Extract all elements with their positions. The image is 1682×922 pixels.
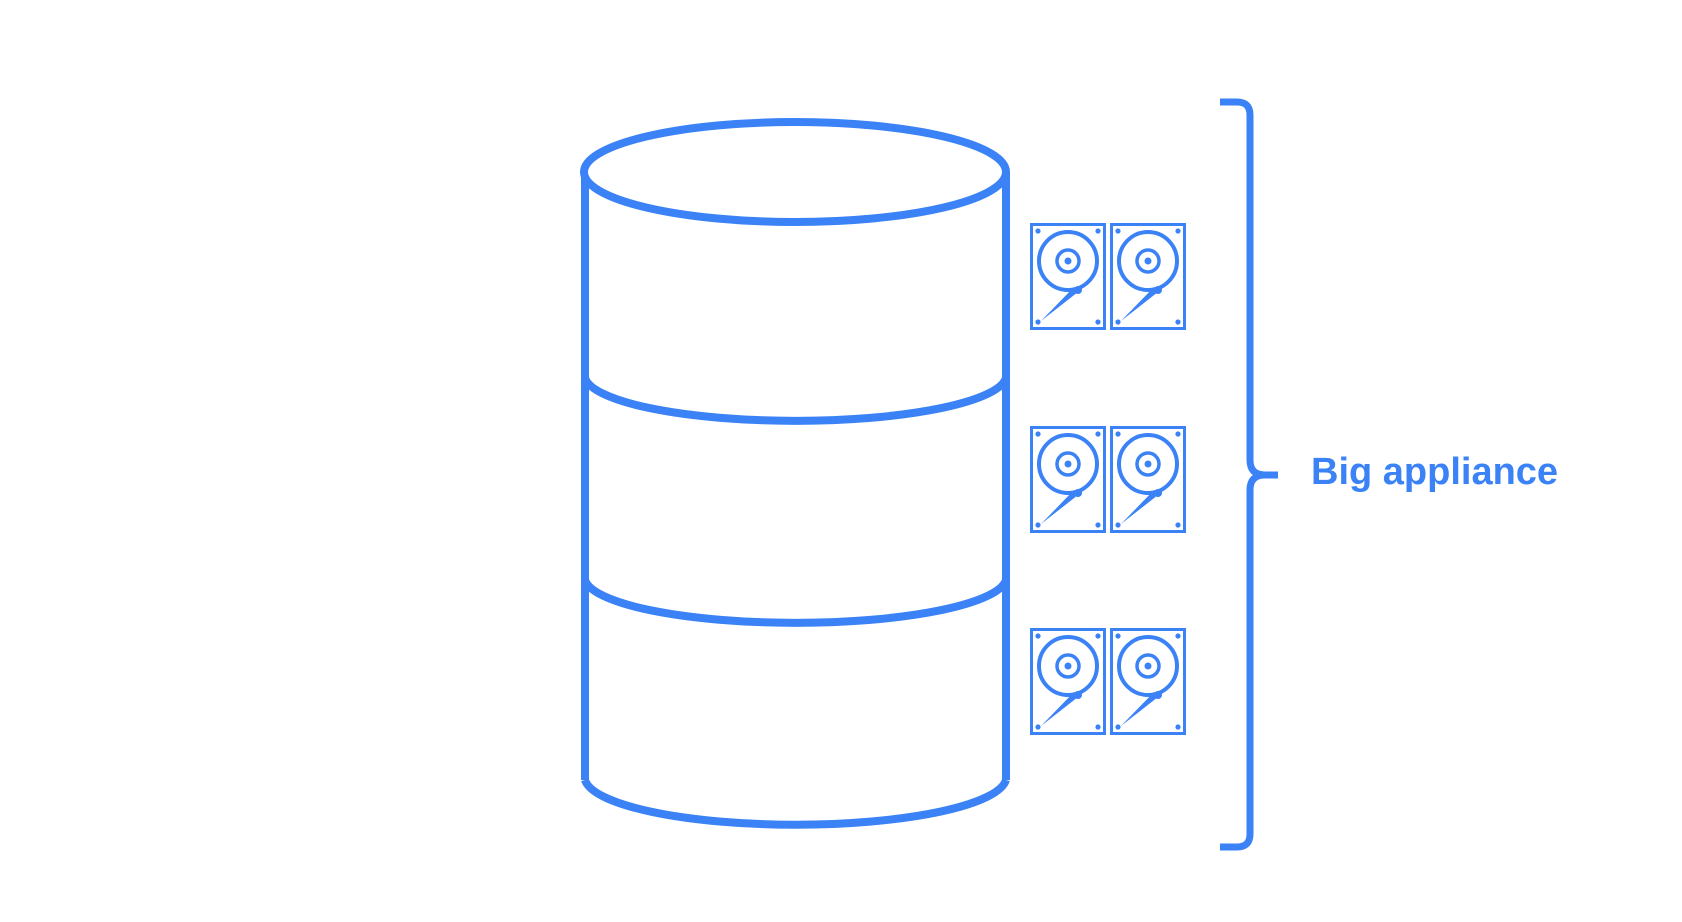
disk-platter — [1117, 635, 1179, 697]
disk-arm-pivot — [1154, 489, 1162, 497]
hard-disk-drive-icon — [1110, 223, 1186, 330]
disk-spindle — [1144, 662, 1152, 670]
disk-screw — [1115, 228, 1121, 234]
disk-hub — [1135, 451, 1161, 477]
disk-platter — [1117, 433, 1179, 495]
database-cylinder-icon — [580, 118, 1010, 829]
disk-screw — [1115, 522, 1121, 528]
hard-disk-drive-icon — [1030, 426, 1106, 533]
disk-screw — [1115, 633, 1121, 639]
disk-read-arm — [1041, 490, 1078, 524]
disk-screw — [1175, 319, 1181, 325]
disk-screw — [1095, 228, 1101, 234]
disk-arm-pivot — [1154, 691, 1162, 699]
disk-screw — [1175, 522, 1181, 528]
hard-disk-drive-icon — [1030, 628, 1106, 735]
disk-arm-pivot — [1074, 286, 1082, 294]
disk-hub — [1055, 653, 1081, 679]
disk-hub — [1135, 248, 1161, 274]
disk-screw — [1175, 228, 1181, 234]
disk-screw — [1035, 431, 1041, 437]
disk-screw — [1175, 633, 1181, 639]
disk-platter — [1037, 433, 1099, 495]
disk-arm-pivot — [1074, 489, 1082, 497]
disk-screw — [1095, 633, 1101, 639]
disk-screw — [1035, 228, 1041, 234]
disk-platter — [1037, 230, 1099, 292]
disk-screw — [1095, 431, 1101, 437]
disk-screw — [1035, 724, 1041, 730]
disk-arm-pivot — [1074, 691, 1082, 699]
database-layer-separator — [581, 578, 1010, 627]
disk-screw — [1175, 431, 1181, 437]
disk-screw — [1115, 724, 1121, 730]
disk-screw — [1035, 633, 1041, 639]
disk-spindle — [1144, 257, 1152, 265]
disk-read-arm — [1121, 692, 1158, 726]
big-appliance-label: Big appliance — [1311, 451, 1559, 493]
hard-disk-drive-icon — [1030, 223, 1106, 330]
disk-screw — [1115, 319, 1121, 325]
disk-hub — [1055, 451, 1081, 477]
disk-arm-pivot — [1154, 286, 1162, 294]
database-bottom-arc — [581, 778, 1010, 829]
disk-screw — [1115, 431, 1121, 437]
disk-grid — [1030, 223, 1186, 735]
disk-screw — [1095, 319, 1101, 325]
hard-disk-drive-icon — [1110, 628, 1186, 735]
disk-read-arm — [1121, 287, 1158, 321]
hard-disk-drive-icon — [1110, 426, 1186, 533]
disk-screw — [1095, 522, 1101, 528]
database-layer-separator — [581, 376, 1010, 425]
disk-platter — [1117, 230, 1179, 292]
disk-read-arm — [1041, 287, 1078, 321]
disk-screw — [1035, 319, 1041, 325]
disk-screw — [1175, 724, 1181, 730]
disk-screw — [1035, 522, 1041, 528]
disk-spindle — [1064, 662, 1072, 670]
right-curly-brace-icon — [1220, 98, 1278, 851]
disk-platter — [1037, 635, 1099, 697]
disk-hub — [1135, 653, 1161, 679]
disk-spindle — [1144, 460, 1152, 468]
disk-read-arm — [1121, 490, 1158, 524]
disk-screw — [1095, 724, 1101, 730]
disk-spindle — [1064, 257, 1072, 265]
disk-hub — [1055, 248, 1081, 274]
disk-spindle — [1064, 460, 1072, 468]
database-top-ellipse — [580, 118, 1010, 226]
disk-read-arm — [1041, 692, 1078, 726]
